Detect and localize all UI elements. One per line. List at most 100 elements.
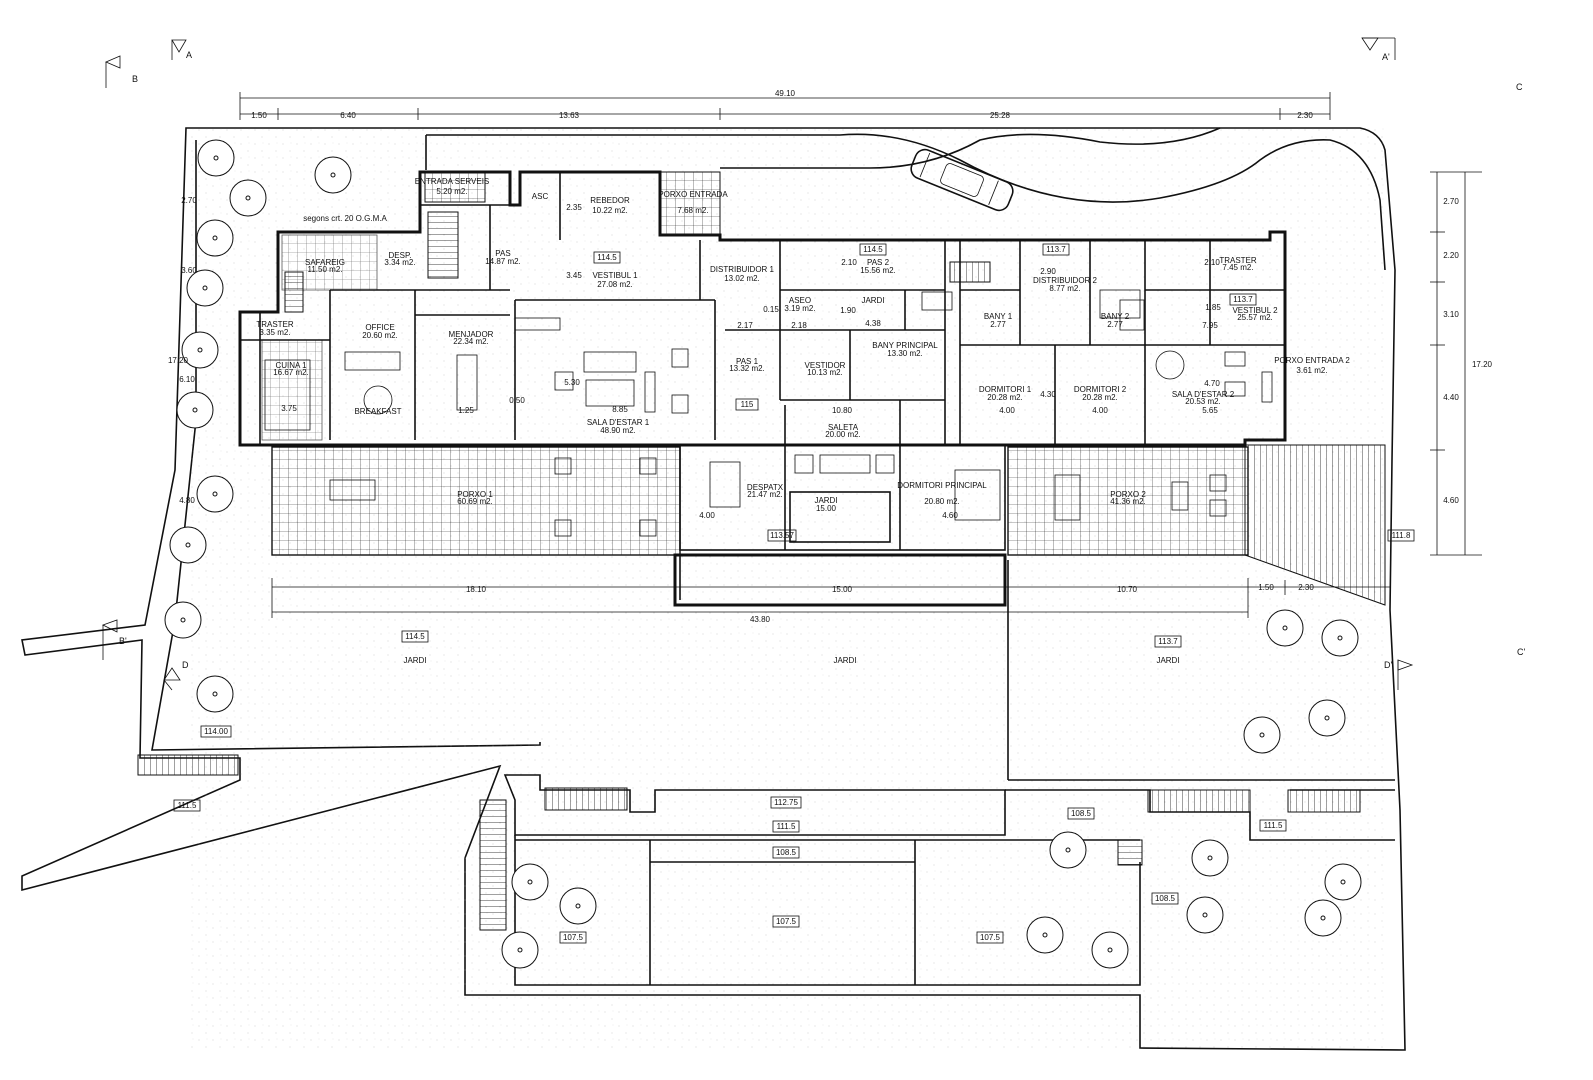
room-vestidor-name: VESTIDOR — [805, 361, 846, 370]
room-sala-estar-1-name: SALA D'ESTAR 1 — [587, 418, 650, 427]
inner-dim: 7.95 — [1202, 321, 1218, 330]
inner-dim: 4.00 — [1092, 406, 1108, 415]
level-marker: 111.5 — [777, 822, 796, 831]
section-mark-d-prime: D' — [1384, 660, 1392, 670]
room-dormitori-principal-name: DORMITORI PRINCIPAL — [897, 481, 987, 490]
room-menjador-name: MENJADOR — [449, 330, 494, 339]
level-marker: 111.5 — [178, 801, 197, 810]
dim-left-2: 3.60 — [181, 266, 197, 275]
room-pas-area: 14.87 m2. — [485, 257, 521, 266]
dim-bottom-1: 18.10 — [466, 585, 487, 594]
room-distribuidor-1-name: DISTRIBUIDOR 1 — [710, 265, 775, 274]
inner-dim: 2.90 — [1040, 267, 1056, 276]
tree-icon — [559, 887, 597, 925]
section-mark-a-prime: A' — [1382, 52, 1390, 62]
level-marker: 107.5 — [776, 917, 797, 926]
level-marker: 108.5 — [1071, 809, 1092, 818]
room-safareig-name: SAFAREIG — [305, 258, 345, 267]
level-marker: 113.7 — [1046, 245, 1066, 254]
room-sala-estar-1-area: 48.90 m2. — [600, 426, 636, 435]
room-porxo-entrada-name: PORXO ENTRADA — [658, 190, 728, 199]
dim-top-2: 6.40 — [340, 111, 356, 120]
dim-left-1: 2.70 — [181, 196, 197, 205]
room-pas-1-name: PAS 1 — [736, 357, 759, 366]
room-traster-2-name: TRASTER — [1219, 256, 1257, 265]
inner-dim: 2.18 — [791, 321, 807, 330]
inner-dim: 1.90 — [840, 306, 856, 315]
tree-icon — [1308, 699, 1346, 737]
dim-right-4: 4.40 — [1443, 393, 1459, 402]
room-pas-name: PAS — [495, 249, 510, 258]
room-pas-2-area: 15.56 m2. — [860, 266, 896, 275]
room-jardi-int-area: 4.38 — [865, 319, 881, 328]
right-dimension-labels: 2.70 2.20 3.10 4.40 4.60 17.20 — [1443, 197, 1492, 505]
dim-top-5: 2.30 — [1297, 111, 1313, 120]
room-bany-principal-name: BANY PRINCIPAL — [872, 341, 938, 350]
room-bany-1-area: 2.77 — [990, 320, 1006, 329]
room-desp-area: 3.34 m2. — [384, 258, 415, 267]
dim-right-3: 3.10 — [1443, 310, 1459, 319]
dim-right-1: 2.70 — [1443, 197, 1459, 206]
dim-left-total: 17.20 — [168, 356, 189, 365]
room-rebedor-area: 10.22 m2. — [592, 206, 628, 215]
tree-icon — [229, 179, 267, 217]
tree-icon — [181, 331, 219, 369]
tree-icon — [196, 219, 234, 257]
room-breakfast-name: BREAKFAST — [354, 407, 401, 416]
level-marker: 113.7 — [1233, 295, 1253, 304]
dim-right-total: 17.20 — [1472, 360, 1493, 369]
tree-icon — [314, 156, 352, 194]
tree-icon — [186, 269, 224, 307]
room-dormitori-2-name: DORMITORI 2 — [1074, 385, 1127, 394]
dim-bottom-4: 1.50 — [1258, 583, 1274, 592]
room-distribuidor-2-area: 8.77 m2. — [1049, 284, 1080, 293]
tree-icon — [1266, 609, 1304, 647]
room-office-area: 20.60 m2. — [362, 331, 398, 340]
inner-dim: 2.17 — [737, 321, 753, 330]
room-pas-1-area: 13.32 m2. — [729, 364, 765, 373]
inner-dim: 3.75 — [281, 404, 297, 413]
inner-dim: 0.50 — [509, 396, 525, 405]
room-porxo-1-name: PORXO 1 — [457, 490, 493, 499]
room-aseo-area: 3.19 m2. — [784, 304, 815, 313]
left-dimension-labels: 2.70 3.60 17.20 6.10 4.80 — [168, 196, 197, 505]
room-asc-name: ASC — [532, 192, 549, 201]
room-jardi-int-name: JARDI — [861, 296, 884, 305]
lower-terraces — [503, 560, 1395, 986]
room-desp-name: DESP. — [389, 251, 412, 260]
room-porxo-entrada-2-name: PORXO ENTRADA 2 — [1274, 356, 1350, 365]
level-markers: 114.5 114.5 113.7 113.7 115 113.57 111.8… — [173, 243, 1415, 944]
inner-dim: 1.25 — [458, 406, 474, 415]
room-bany-2-name: BANY 2 — [1101, 312, 1130, 321]
dim-right-2: 2.20 — [1443, 251, 1459, 260]
room-porxo-2-name: PORXO 2 — [1110, 490, 1146, 499]
inner-dim: 3.45 — [566, 271, 582, 280]
inner-dimension-labels: 2.35 3.45 2.10 2.90 2.10 1.85 7.95 5.30 … — [281, 203, 1221, 520]
dim-bottom-2: 15.00 — [832, 585, 853, 594]
room-traster-1-area: 3.35 m2. — [259, 328, 290, 337]
tree-icon — [196, 675, 234, 713]
room-despatx-name: DESPATX — [747, 483, 784, 492]
stairs — [137, 211, 1386, 931]
inner-dim: 5.30 — [564, 378, 580, 387]
room-traster-2-area: 7.45 m2. — [1222, 263, 1253, 272]
dim-bottom-total: 43.80 — [750, 615, 771, 624]
room-traster-1-name: TRASTER — [256, 320, 294, 329]
room-saleta-name: SALETA — [828, 423, 859, 432]
inner-dim: 1.85 — [1205, 303, 1221, 312]
room-jardi-3-name: JARDI — [1156, 656, 1179, 665]
room-menjador-area: 22.34 m2. — [453, 337, 489, 346]
tree-icon — [511, 863, 549, 901]
inner-dim: 8.85 — [612, 405, 628, 414]
room-distribuidor-1-area: 13.02 m2. — [724, 274, 760, 283]
level-marker: 113.7 — [1158, 637, 1178, 646]
room-bany-1-name: BANY 1 — [984, 312, 1013, 321]
room-entrada-serveis-area: 5.20 m2. — [436, 187, 467, 196]
level-marker: 112.75 — [774, 798, 798, 807]
central-pavilion — [673, 400, 1007, 607]
section-mark-a: A — [186, 50, 192, 60]
room-dormitori-principal-area: 20.80 m2. — [924, 497, 960, 506]
inner-dim: 10.80 — [832, 406, 853, 415]
tree-icon — [1243, 716, 1281, 754]
inner-dim: 4.00 — [999, 406, 1015, 415]
